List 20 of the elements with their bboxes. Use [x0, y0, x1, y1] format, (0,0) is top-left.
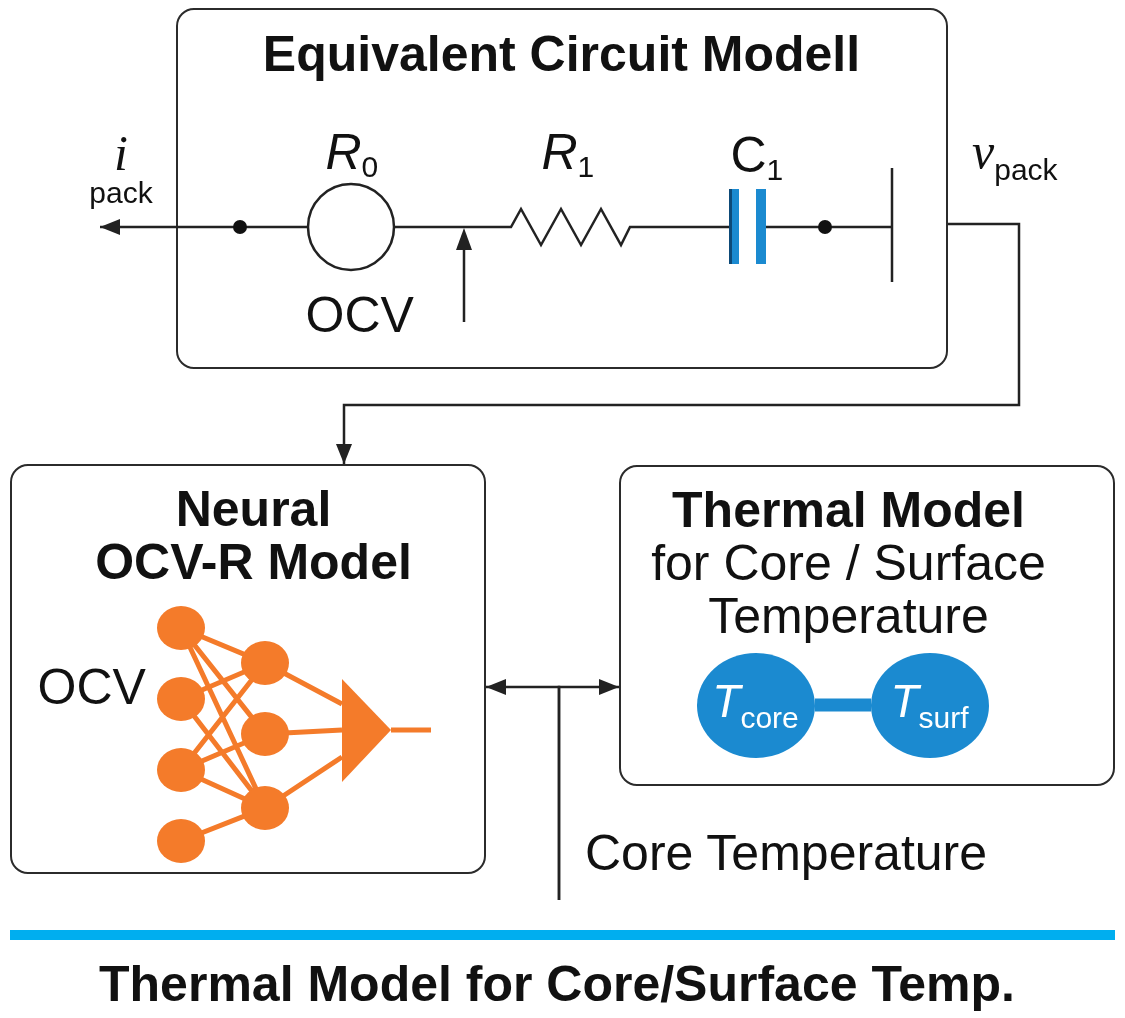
block-title: Equivalent Circuit Modell — [262, 27, 861, 81]
temperature-node — [696, 652, 815, 758]
model-block — [619, 465, 1115, 786]
variable-label: T$_{surf}$ — [890, 676, 969, 734]
arrow — [100, 219, 176, 235]
connector-line — [815, 698, 871, 712]
component-label: R$_{0}$ — [325, 125, 379, 183]
block-title: Neural OCV-R Model — [94, 482, 413, 589]
variable-label: T$_{core}$ — [712, 676, 799, 734]
input-label: OCV — [37, 660, 146, 714]
block-subtitle: for Core / Surface Temperature — [650, 536, 1047, 643]
model-block — [10, 464, 486, 874]
caption: Thermal Model for Core/Surface Temp. — [99, 958, 1015, 1011]
component-label: OCV — [305, 288, 414, 342]
model-block — [176, 8, 948, 369]
block-title: Thermal Model — [672, 483, 1025, 537]
component-label: C$_{1}$ — [730, 128, 784, 186]
arrow — [557, 679, 619, 900]
component-label: R$_{1}$ — [541, 125, 595, 183]
temperature-node — [870, 652, 989, 758]
